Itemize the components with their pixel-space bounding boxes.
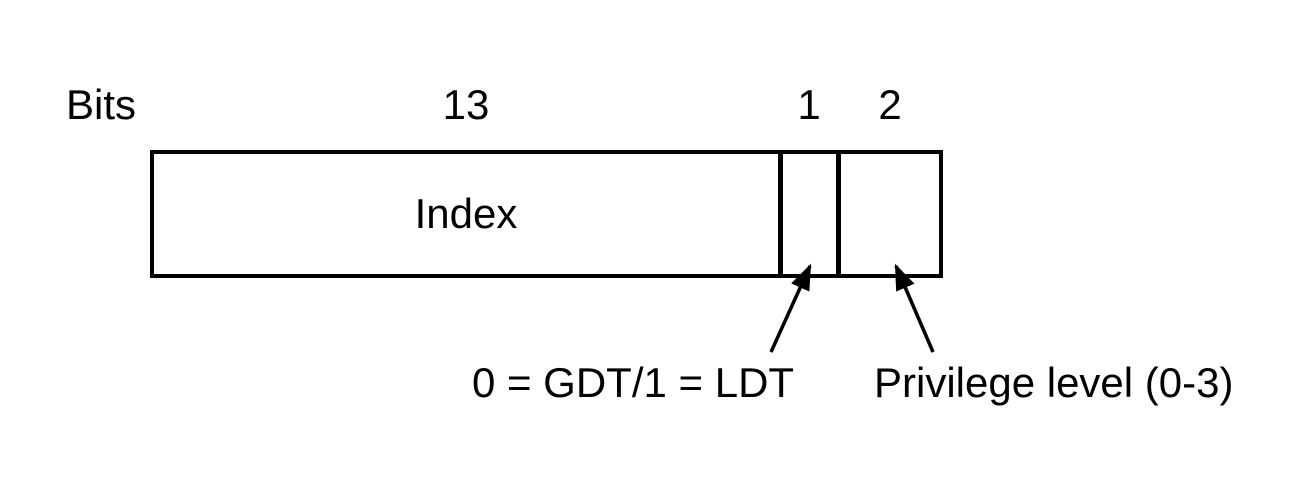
ti-rpl-divider <box>836 154 841 274</box>
bits-caption: Bits <box>66 81 137 128</box>
rpl-field <box>841 154 939 274</box>
rpl-bits-width-label: 2 <box>878 81 902 128</box>
ti-field <box>783 154 836 274</box>
selector-box: Index <box>150 150 943 278</box>
rpl-annotation-arrow <box>894 263 935 353</box>
ti-annotation-arrow <box>769 263 812 353</box>
index-field: Index <box>154 154 778 274</box>
index-ti-divider <box>778 154 783 274</box>
privilege-level-annotation-label: Privilege level (0-3) <box>874 359 1234 406</box>
index-field-label: Index <box>414 190 518 237</box>
gdt-ldt-annotation-label: 0 = GDT/1 = LDT <box>471 359 795 406</box>
ti-bits-width-label: 1 <box>797 81 821 128</box>
index-bits-width-label: 13 <box>442 81 490 128</box>
